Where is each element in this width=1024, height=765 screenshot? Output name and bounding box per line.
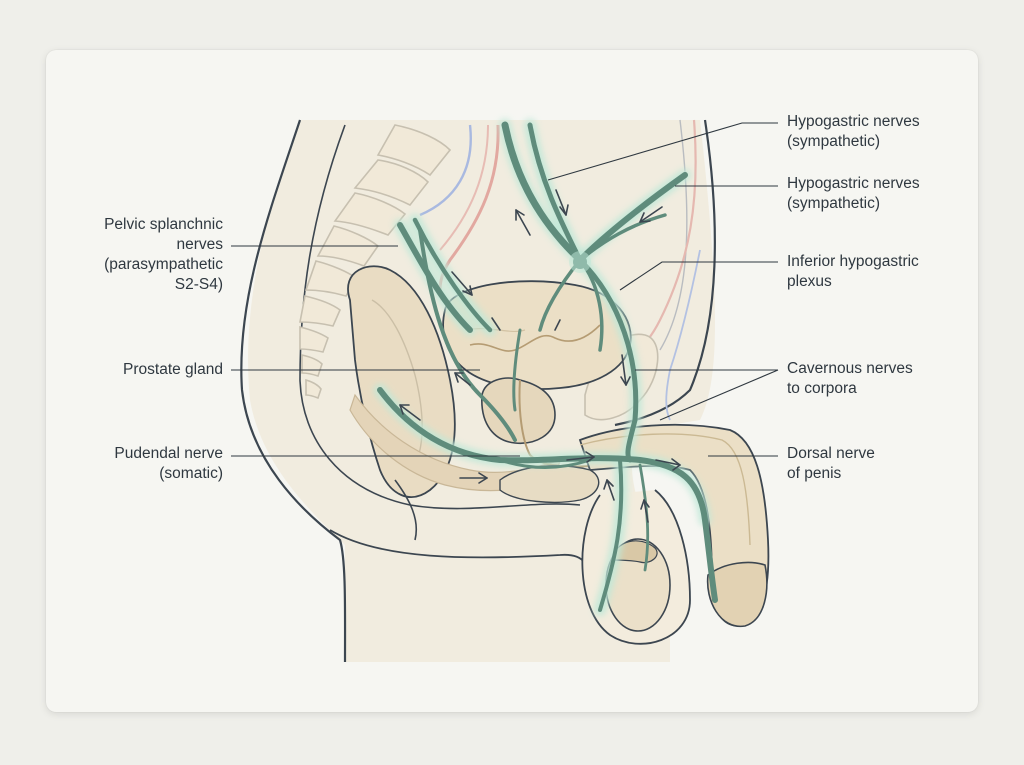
- label-line: (somatic): [159, 465, 223, 482]
- label-inferior-hypogastric-plexus: Inferior hypogastric plexus: [787, 252, 919, 292]
- label-line: Hypogastric nerves: [787, 175, 920, 192]
- plexus-branch-front: [577, 257, 639, 463]
- back-contour: [240, 119, 347, 663]
- hypogastric-nerve-mid: [527, 122, 583, 263]
- anal-region: [394, 479, 418, 541]
- label-line: nerves: [176, 236, 223, 253]
- abdominal-wall: [614, 119, 716, 427]
- label-line: (sympathetic): [787, 195, 881, 212]
- label-line: Dorsal nerve: [787, 445, 875, 462]
- label-line: (parasympathetic: [104, 256, 223, 273]
- label-line: Inferior hypogastric: [787, 253, 919, 270]
- corpus: [579, 433, 751, 546]
- label-pudendal-nerve: Pudendal nerve (somatic): [60, 444, 223, 484]
- direction-arrows: [399, 189, 681, 523]
- label-line: of penis: [787, 465, 842, 482]
- label-cavernous-nerves: Cavernous nerves to corpora: [787, 359, 913, 399]
- artery-2: [439, 124, 489, 251]
- label-line: to corpora: [787, 380, 857, 397]
- label-hypogastric-nerves-2: Hypogastric nerves (sympathetic): [787, 174, 920, 214]
- label-line: S2-S4): [174, 276, 223, 293]
- label-pelvic-splanchnic-nerves: Pelvic splanchnic nerves (parasympatheti…: [60, 215, 223, 295]
- pelvic-splanchnic-3: [418, 228, 517, 442]
- label-line: Hypogastric nerves: [787, 113, 920, 130]
- plexus-node-glow: [569, 251, 591, 273]
- nerve-network: [377, 121, 718, 612]
- bladder-wall: [469, 324, 601, 352]
- leader-cavernous-2: [659, 369, 779, 421]
- label-dorsal-nerve: Dorsal nerve of penis: [787, 444, 875, 484]
- sacrum-vertebrae: [299, 124, 452, 400]
- prostate-branch: [512, 328, 522, 412]
- front-vein: [665, 249, 701, 421]
- scrotal-nerve-2: [638, 463, 650, 572]
- label-line: Pudendal nerve: [114, 445, 223, 462]
- glans: [706, 561, 768, 628]
- label-line: plexus: [787, 273, 832, 290]
- label-line: (sympathetic): [787, 133, 881, 150]
- bladder: [442, 280, 632, 390]
- label-line: Cavernous nerves: [787, 360, 913, 377]
- prostate-gland: [481, 377, 556, 444]
- vein: [419, 124, 472, 217]
- label-prostate-gland: Prostate gland: [60, 360, 223, 380]
- label-hypogastric-nerves-1: Hypogastric nerves (sympathetic): [787, 112, 920, 152]
- pudendal-branch: [498, 458, 592, 469]
- inner-back-line: [299, 124, 581, 510]
- hypogastric-nerve-left: [501, 121, 584, 264]
- leader-lines: [231, 122, 779, 457]
- pelvic-splanchnic-1: [397, 222, 473, 333]
- leader-hypogastric-1: [547, 122, 778, 181]
- pelvic-splanchnic-2: [412, 217, 493, 333]
- label-line: Pelvic splanchnic: [104, 216, 223, 233]
- scrotal-nerve: [598, 458, 624, 612]
- rectum-inner: [371, 299, 423, 471]
- label-line: Prostate gland: [123, 361, 223, 378]
- leader-inferior-plexus: [619, 261, 778, 291]
